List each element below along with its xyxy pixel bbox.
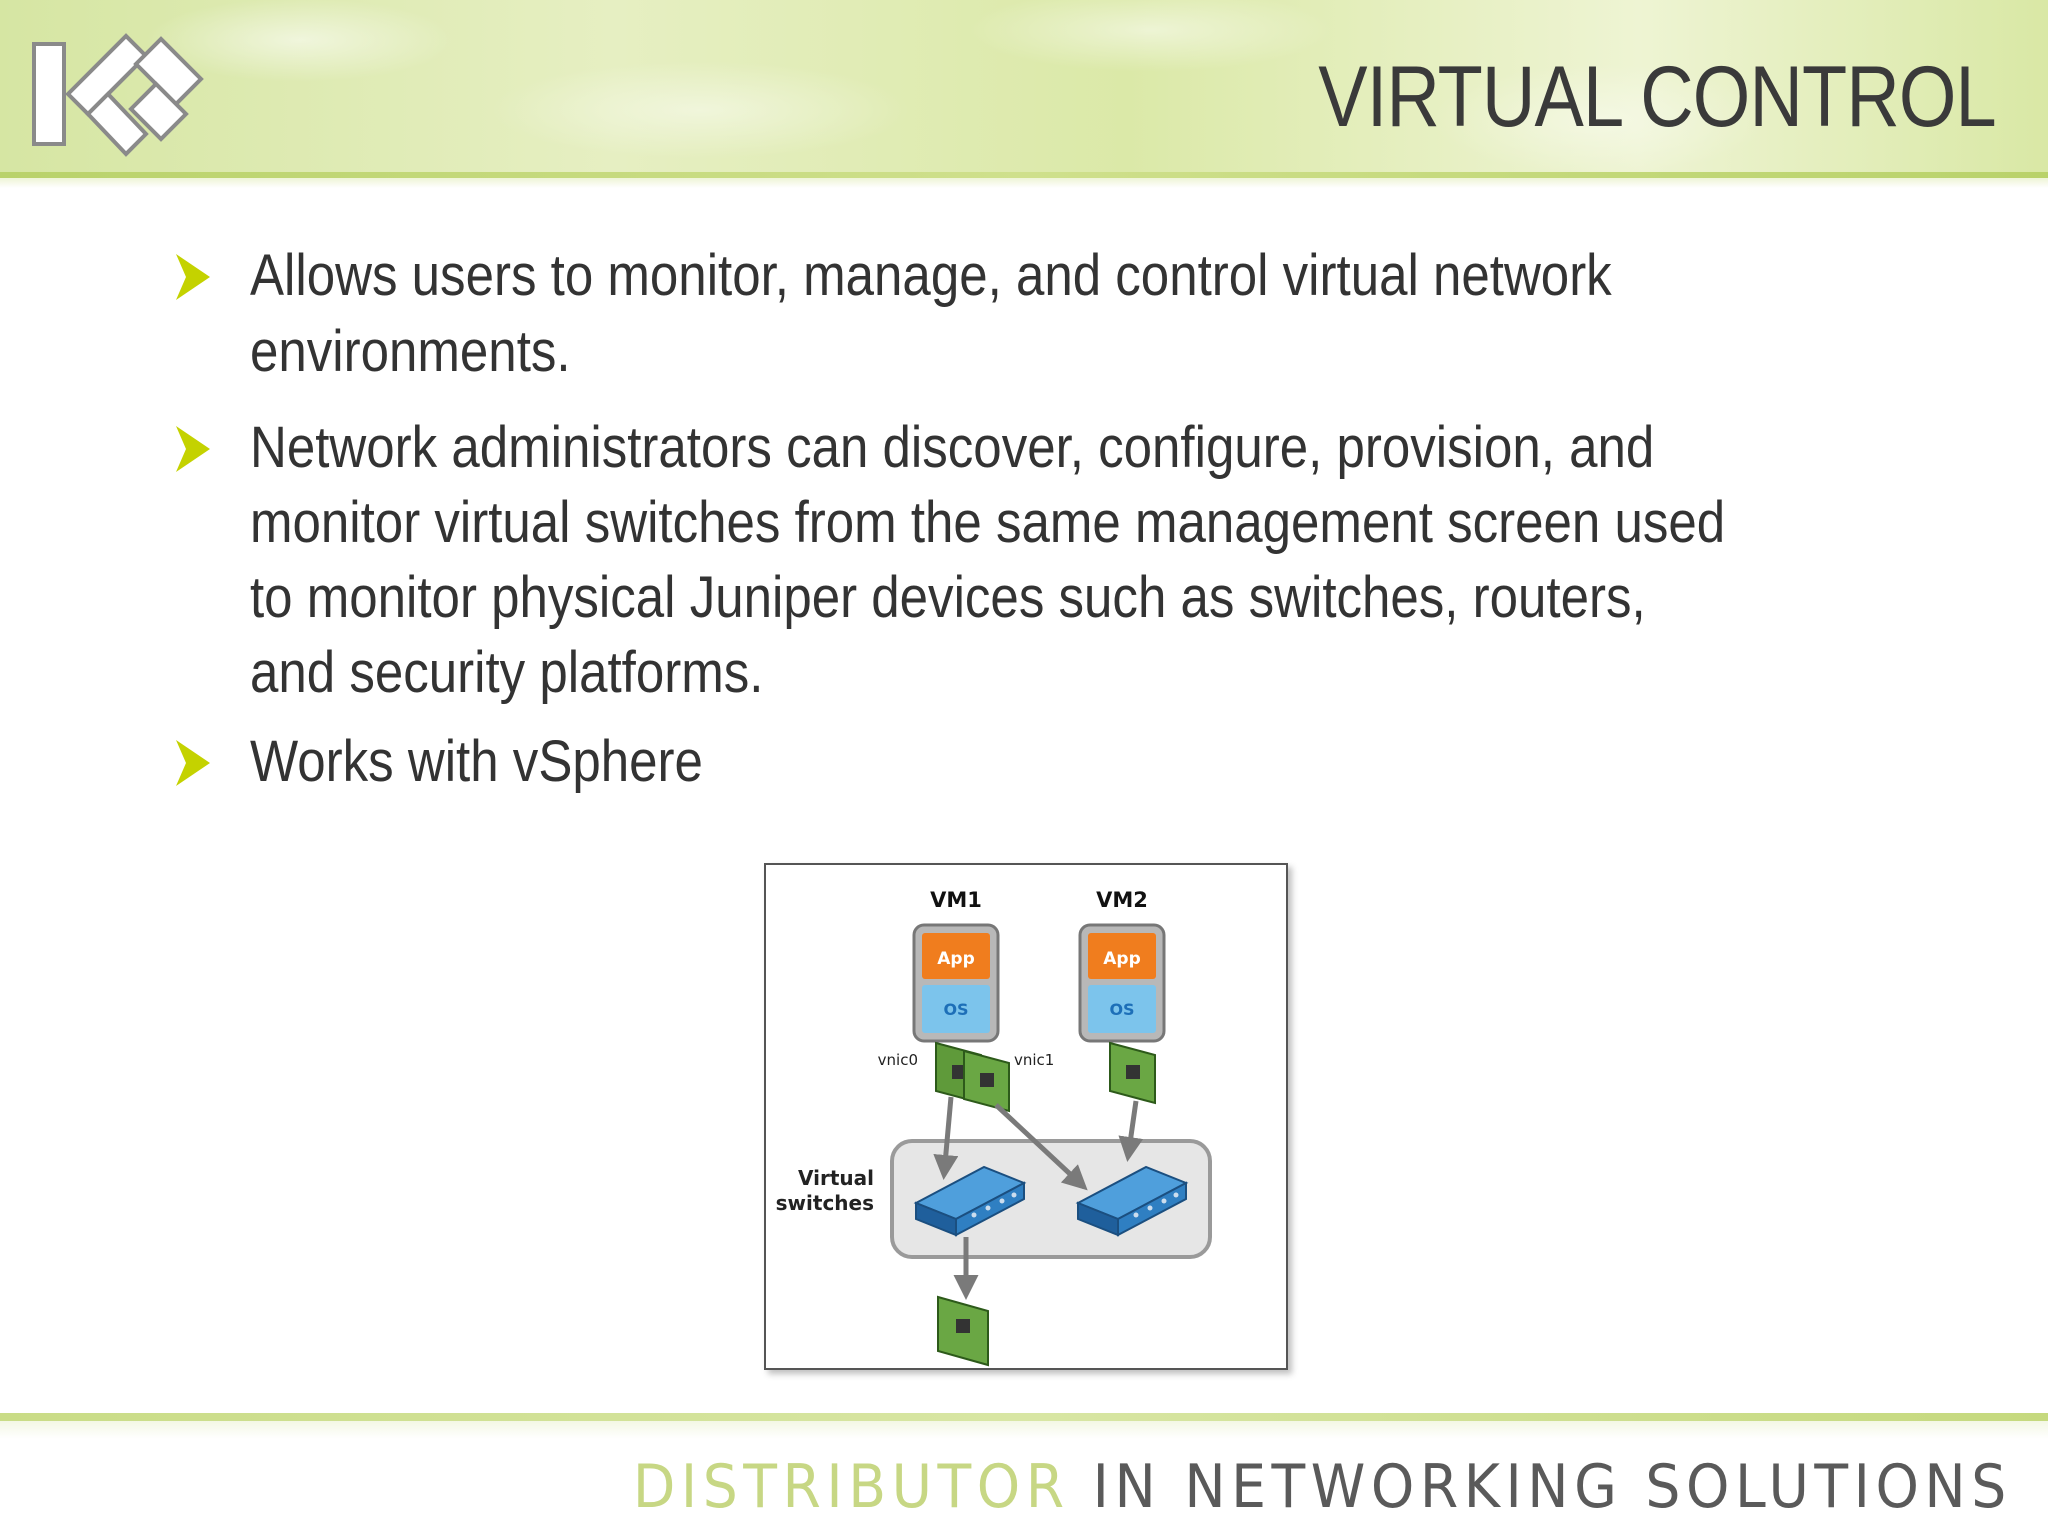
vm2-stack	[1078, 923, 1166, 1043]
footer-divider	[0, 1413, 2048, 1421]
vm1-label: VM1	[930, 888, 982, 912]
vm2-vnic-card-icon	[1109, 1041, 1156, 1105]
diamond-bullet-icon	[176, 254, 210, 300]
footer-tagline: DISTRIBUTOR IN NETWORKING SOLUTIONS	[633, 1452, 2012, 1522]
bullet-text: Works with vSphere	[250, 729, 703, 794]
bullet-text: Allows users to monitor, manage, and con…	[250, 243, 1612, 384]
header-fade	[0, 178, 2048, 188]
bullet-item: Works with vSphere	[170, 724, 1930, 800]
virtual-switch-1-icon	[913, 1165, 1027, 1237]
diamond-bullet-icon	[176, 426, 210, 472]
company-logo	[32, 33, 204, 157]
bullet-text: Network administrators can discover, con…	[250, 415, 1726, 705]
vm2-os-label: OS	[1109, 1000, 1134, 1019]
connection-arrows	[933, 1096, 1144, 1300]
vnic1-card-icon	[963, 1049, 1010, 1113]
vm2-label: VM2	[1096, 888, 1148, 912]
vm2-app-label: App	[1103, 949, 1141, 969]
vnic1-label: vnic1	[1014, 1051, 1054, 1069]
diagram-canvas: VM1 VM2 App OS App OS vnic0 vnic1	[776, 888, 1212, 1367]
bullet-list: Allows users to monitor, manage, and con…	[170, 238, 1930, 820]
vm1-stack	[912, 923, 1000, 1043]
virtual-switches-label-line2: switches	[776, 1191, 874, 1215]
bullet-item: Network administrators can discover, con…	[170, 410, 1930, 710]
slide-title: VIRTUAL CONTROL	[1318, 49, 1996, 145]
vm1-app-label: App	[937, 949, 975, 969]
footer-tagline-part2: IN NETWORKING SOLUTIONS	[1069, 1452, 2012, 1522]
header-banner: VIRTUAL CONTROL	[0, 0, 2048, 178]
footer-fade	[0, 1421, 2048, 1439]
bullet-item: Allows users to monitor, manage, and con…	[170, 238, 1930, 390]
virtual-switches-label-line1: Virtual	[798, 1166, 874, 1190]
vm1-os-label: OS	[943, 1000, 968, 1019]
physical-nic-icon	[937, 1295, 989, 1367]
virtual-switch-diagram: VM1 VM2 App OS App OS vnic0 vnic1	[764, 863, 1288, 1370]
diamond-bullet-icon	[176, 740, 210, 786]
virtual-switch-2-icon	[1075, 1165, 1189, 1237]
vnic0-label: vnic0	[878, 1051, 918, 1069]
footer-tagline-part1: DISTRIBUTOR	[633, 1452, 1070, 1522]
